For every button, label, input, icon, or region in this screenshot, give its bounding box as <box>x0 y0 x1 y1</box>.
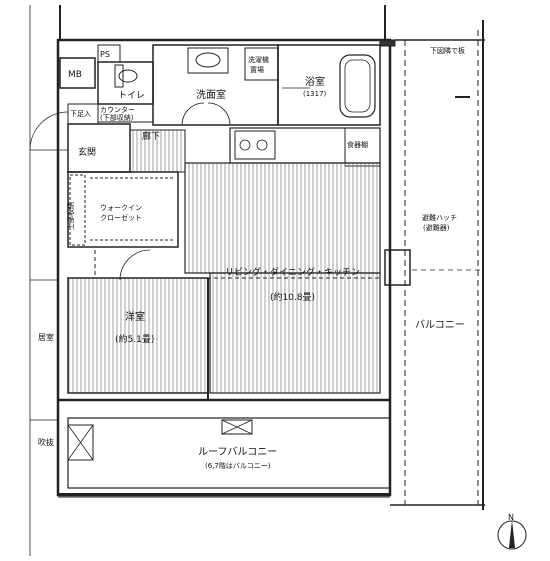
label-north: N <box>508 513 514 522</box>
label-toilet: トイレ <box>118 91 145 101</box>
label-ladder2: (避難器) <box>423 223 450 232</box>
label-ps: PS <box>100 50 110 59</box>
western-door-swing <box>119 249 151 281</box>
label-living-left: 居室 <box>38 332 54 342</box>
label-laundry2: 置場 <box>250 65 264 74</box>
label-shoe: 下足入 <box>70 110 91 118</box>
label-laundry: 洗濯機 <box>248 55 269 64</box>
label-counter2: (下部収納) <box>100 113 134 122</box>
label-western-size: (約5.1畳) <box>115 333 154 345</box>
label-entrance: 玄関 <box>78 146 96 158</box>
label-storage: 上部収納 <box>66 202 75 230</box>
label-ladder: 避難ハッチ <box>422 213 457 222</box>
label-ldk-size: (約10.8畳) <box>270 291 315 303</box>
label-roof-balcony: ルーフバルコニー <box>198 446 277 458</box>
label-bath-size: (1317) <box>303 90 327 98</box>
label-washroom: 洗面室 <box>196 88 226 101</box>
label-walkin2: クローゼット <box>100 213 142 222</box>
label-western: 洋室 <box>125 310 145 323</box>
label-fukinuke: 吹抜 <box>38 437 54 447</box>
label-walkin: ウォークイン <box>100 204 142 212</box>
entrance <box>29 103 186 173</box>
ldk-floor-lower <box>209 272 381 394</box>
bathroom <box>277 44 381 126</box>
walk-in-closet <box>67 171 179 248</box>
label-kitchen-store: 食器棚 <box>347 140 368 149</box>
label-balcony: バルコニー <box>415 319 465 331</box>
outer-walls <box>29 5 396 556</box>
label-mb: MB <box>68 70 82 80</box>
label-counter: カウンター <box>100 105 135 114</box>
label-bath: 浴室 <box>305 75 325 88</box>
roof-balcony <box>67 417 391 489</box>
label-ldk: リビング・ダイニング・キッチン <box>225 266 360 278</box>
utility-boxes <box>59 44 121 89</box>
label-below-floor: 下図隣で板 <box>430 46 465 55</box>
western-room-floor <box>67 277 209 394</box>
label-hall: 廊下 <box>142 130 160 142</box>
north-arrow-icon <box>497 520 527 550</box>
balcony-outline <box>390 20 485 510</box>
label-roof-note: (6,7階はバルコニー) <box>205 461 271 470</box>
ldk-floor <box>184 162 381 274</box>
right-unit-box <box>384 249 411 286</box>
